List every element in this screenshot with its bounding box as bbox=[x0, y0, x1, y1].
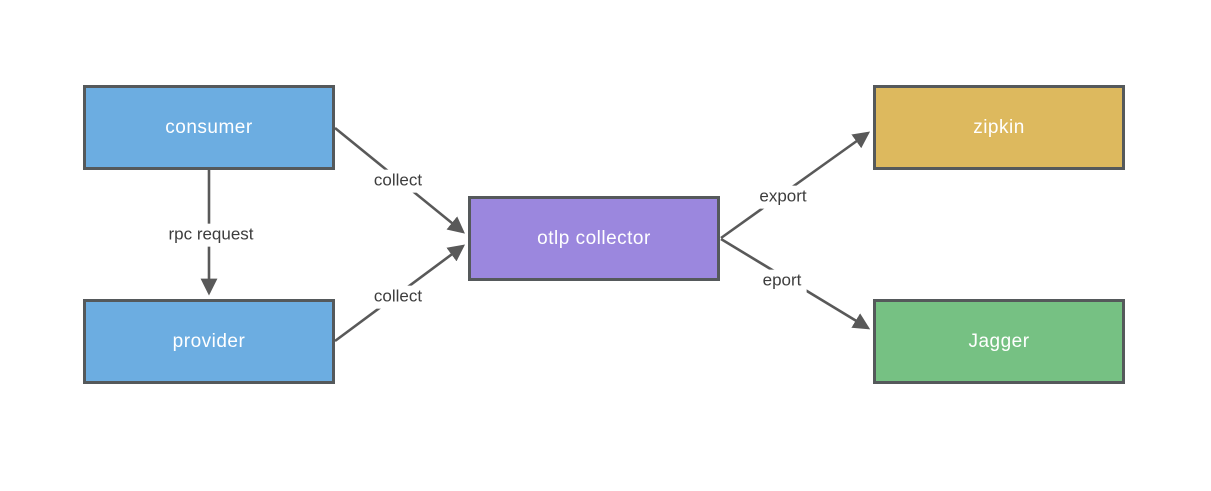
edge-label-collect-provider: collect bbox=[368, 285, 428, 309]
node-jagger-label: Jagger bbox=[968, 330, 1030, 352]
edge-label-eport: eport bbox=[757, 269, 807, 293]
node-provider: provider bbox=[83, 299, 335, 384]
node-otlp-collector-label: otlp collector bbox=[537, 227, 651, 249]
node-consumer: consumer bbox=[83, 85, 335, 170]
node-zipkin-label: zipkin bbox=[973, 116, 1025, 138]
node-consumer-label: consumer bbox=[165, 116, 253, 138]
node-zipkin: zipkin bbox=[873, 85, 1125, 170]
node-provider-label: provider bbox=[172, 330, 246, 352]
edge-label-export: export bbox=[754, 185, 812, 209]
edge-label-collect-consumer: collect bbox=[368, 169, 428, 193]
edge-label-rpc-request: rpc request bbox=[163, 223, 259, 247]
node-jagger: Jagger bbox=[873, 299, 1125, 384]
node-otlp-collector: otlp collector bbox=[468, 196, 720, 281]
